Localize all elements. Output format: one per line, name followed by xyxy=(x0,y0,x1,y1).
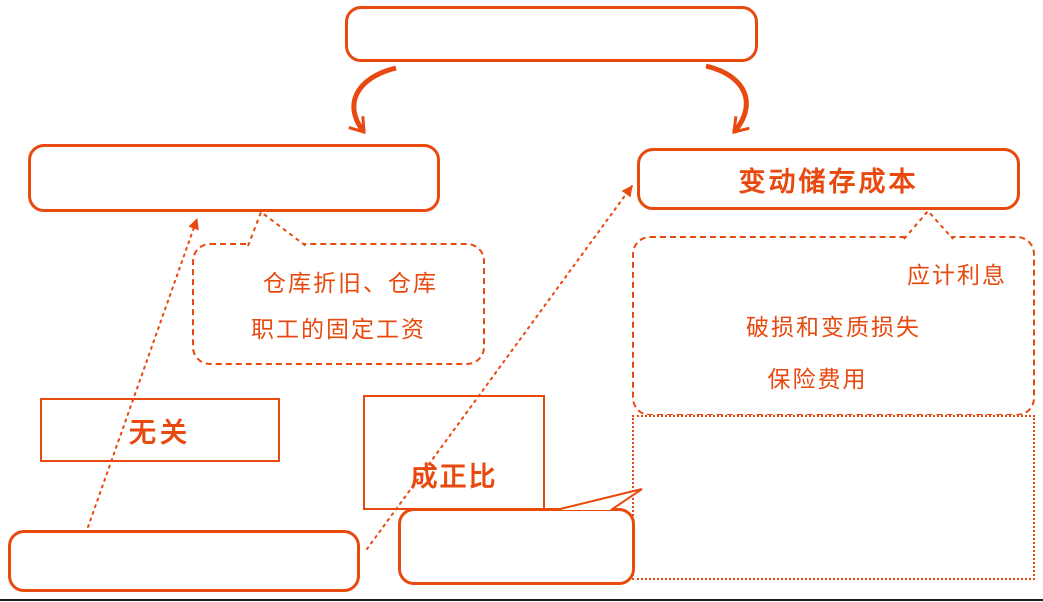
dotted-arrow-to-left-box xyxy=(87,218,199,528)
bottom-baseline xyxy=(0,599,1043,601)
left-callout-line-1: 仓库折旧、仓库 xyxy=(263,269,438,296)
right-callout-line-3: 保险费用 xyxy=(767,366,868,392)
curved-arrow-right xyxy=(705,63,750,134)
right-callout: 应计利息 破损和变质损失 保险费用 xyxy=(632,236,1035,416)
dotted-placeholder-box xyxy=(632,415,1035,580)
left-callout-tail xyxy=(247,210,307,247)
left-box xyxy=(28,144,440,212)
proportional-label-box: 成正比 xyxy=(363,395,545,510)
variable-storage-cost-box: 变动储存成本 xyxy=(637,148,1020,210)
bottom-mid-box xyxy=(398,508,635,585)
left-callout-line-2: 职工的固定工资 xyxy=(251,316,426,343)
top-box xyxy=(345,6,758,62)
left-callout: 仓库折旧、仓库 职工的固定工资 xyxy=(192,243,485,365)
bottom-mid-box-tail xyxy=(555,488,643,511)
curved-arrow-left xyxy=(348,65,397,135)
right-callout-line-2: 破损和变质损失 xyxy=(746,314,921,340)
unrelated-label-box: 无关 xyxy=(40,398,280,462)
right-callout-line-1: 应计利息 xyxy=(907,262,1007,288)
right-callout-tail xyxy=(903,209,954,240)
bottom-left-box xyxy=(8,530,360,592)
